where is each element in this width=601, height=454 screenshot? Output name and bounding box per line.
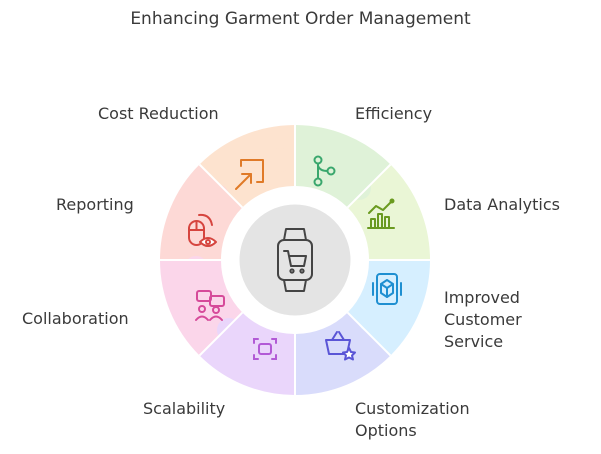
diagram-title: Enhancing Garment Order Management [130,9,471,29]
label-service-line: Service [444,332,504,351]
label-improved-line: Improved [444,288,520,307]
label-improved-customer-service: Improved Customer Service [444,287,522,353]
knob-improved-customer-service [358,308,382,332]
knob-efficiency [347,176,371,200]
scale-frame-icon [253,338,277,360]
label-efficiency: Efficiency [355,104,433,123]
mobile-package-icon [372,273,402,305]
workflow-nodes-icon [313,155,336,187]
label-scalability: Scalability [143,399,226,418]
chat-people-icon [195,290,225,321]
label-reporting: Reporting [56,195,134,214]
knob-reporting [205,184,229,208]
label-customer-line: Customer [444,310,522,329]
knob-cost-reduction [268,148,292,172]
knob-collaboration [184,256,208,280]
label-cost-reduction: Cost Reduction [98,104,219,123]
mouse-eye-icon [188,213,217,247]
basket-star-icon [325,331,356,361]
label-customization-line: Customization [355,399,470,418]
label-data-analytics: Data Analytics [444,195,560,214]
center-hub [236,201,354,319]
knob-scalability [217,318,241,342]
shrink-arrow-icon [235,159,264,190]
bar-chart-trend-icon [367,198,395,229]
knob-data-analytics [380,237,404,261]
label-collaboration: Collaboration [22,309,129,328]
label-customization-options: Customization Options [355,398,470,442]
knob-customization-options [298,346,322,370]
label-options-line: Options [355,421,417,440]
smartwatch-cart-icon [277,228,313,292]
